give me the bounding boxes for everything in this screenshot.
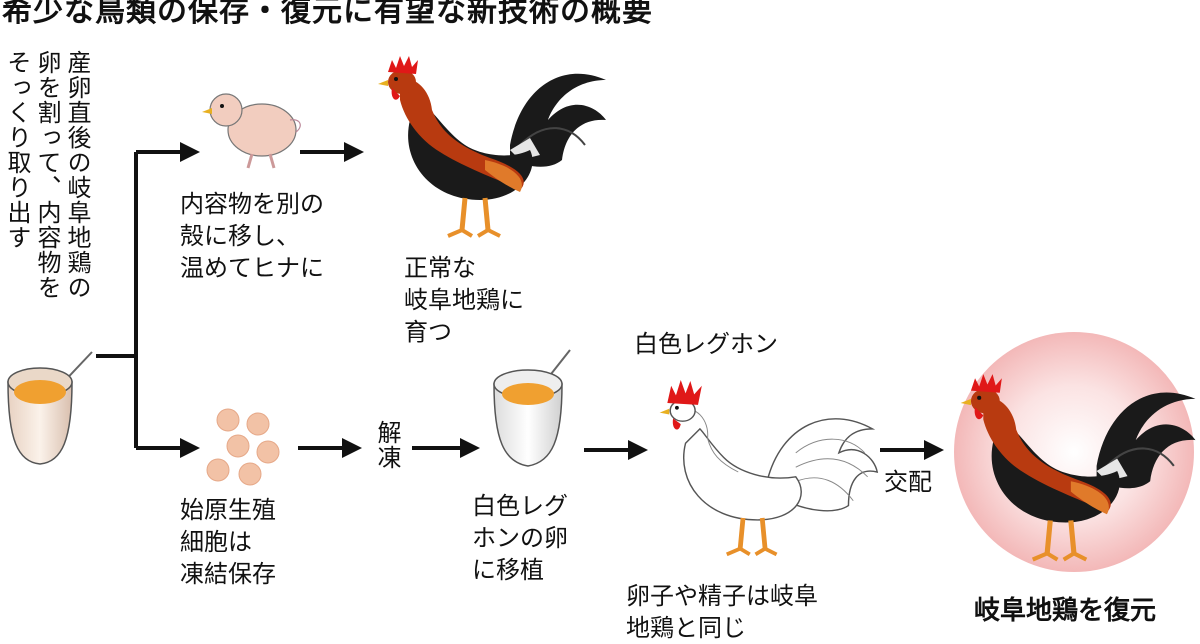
leghorn-note: 卵子や精子は岐阜 地鶏と同じ <box>626 582 818 642</box>
result-label: 岐阜地鶏を復元 <box>974 596 1157 626</box>
chick-icon <box>202 93 301 169</box>
intro-text-col-1: 産卵直後の岐阜地鶏の <box>63 50 91 300</box>
lower-step2-label: 白色レグ ホンの卵 に移植 <box>472 492 568 584</box>
mating-label: 交配 <box>884 468 932 496</box>
diagram-canvas <box>7 0 1200 572</box>
intro-text-col-3: そっくり取り出す <box>3 50 31 250</box>
rooster-icon <box>378 56 606 236</box>
germ-cells-icon <box>206 408 280 486</box>
intro-text-col-2: 卵を割って、内容物を <box>33 50 61 300</box>
egg-cup-icon <box>7 351 93 465</box>
upper-step2-label: 正常な 岐阜地鶏に 育つ <box>404 254 524 346</box>
leghorn-icon <box>660 380 878 554</box>
leghorn-label: 白色レグホン <box>634 330 778 358</box>
page-title: 希少な鳥類の保存・復元に有望な新技術の概要 <box>2 0 653 29</box>
lower-step1-label: 始原生殖 細胞は 凍結保存 <box>180 496 276 588</box>
restored-glow <box>954 332 1194 572</box>
upper-step1-label: 内容物を別の 殻に移し、 温めてヒナに <box>180 190 324 282</box>
white-egg-cup-icon <box>493 349 571 467</box>
thaw-label: 解凍 <box>373 420 401 470</box>
branch-connector <box>96 142 200 458</box>
